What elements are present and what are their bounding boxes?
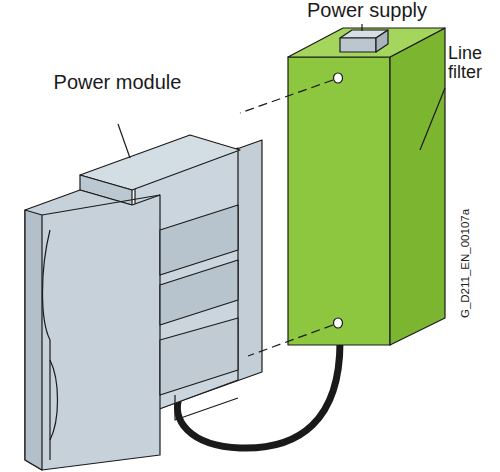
connector-side [376, 30, 388, 52]
mounting-hole [334, 318, 343, 328]
line-filter-front [288, 57, 390, 345]
module-side [25, 210, 42, 470]
line-filter-side [390, 28, 445, 345]
part-label: Power module [50, 72, 185, 93]
module-recess [160, 318, 238, 395]
part-label: Line filter [448, 44, 496, 82]
leader-line [420, 88, 445, 150]
part-label: Power supply [297, 0, 437, 21]
mounting-hole [334, 73, 343, 83]
leader-line [361, 24, 362, 31]
module-recess [160, 260, 238, 325]
leader-line [118, 124, 130, 158]
module-front [25, 190, 160, 470]
line-filter-top [288, 28, 445, 57]
connector-front [340, 38, 376, 52]
alignment-line [248, 325, 333, 356]
alignment-line [240, 80, 333, 113]
drawing-code: G_D211_EN_00107a [459, 198, 471, 318]
